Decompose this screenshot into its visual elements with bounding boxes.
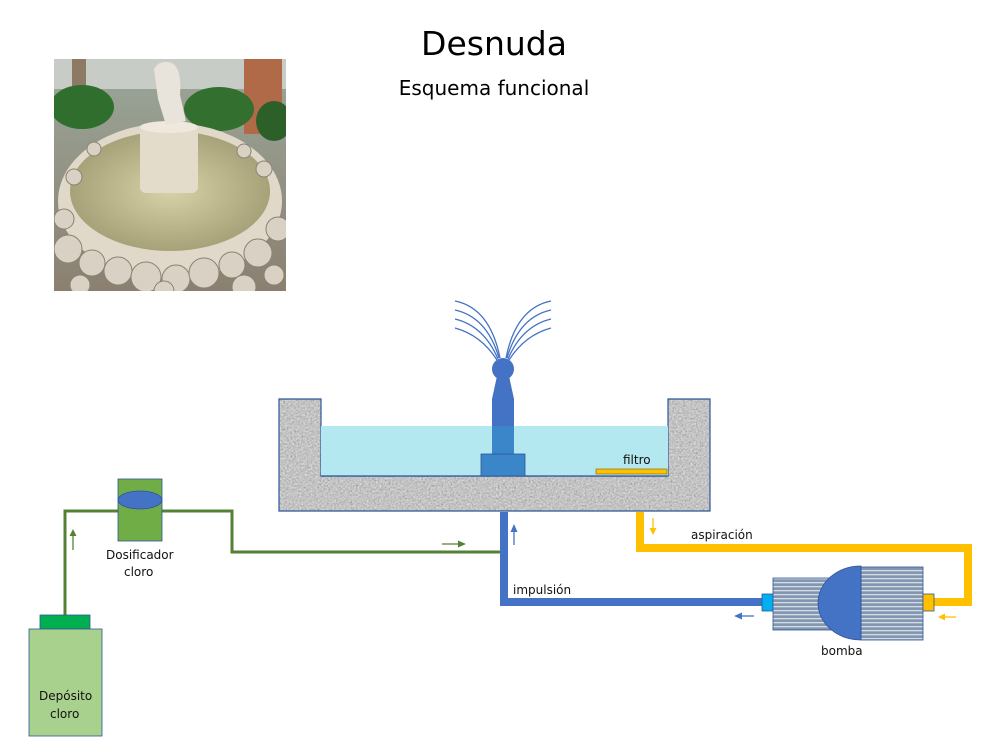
aspiration-pipe [636,512,972,606]
chlorine-pipe [63,509,500,615]
chlorine-doser [117,478,163,542]
fountain-nozzle [480,358,526,477]
filter [595,468,668,475]
aspiration-flow-arrow-down [649,518,657,535]
impulsion-label: impulsión [513,583,571,597]
page-title: Desnuda [421,24,567,63]
tank-label-line1: Depósito [39,689,92,703]
impulsion-flow-arrow-up [510,524,518,545]
doser-label-line2: cloro [124,565,153,579]
doser-label-line1: Dosificador [106,548,174,562]
pump [761,565,935,641]
fountain-jets [454,300,552,361]
impulsion-flow-arrow-left [734,612,754,620]
page-subtitle: Esquema funcional [398,76,590,100]
pump-label: bomba [821,644,863,658]
tank-label-line2: cloro [50,707,79,721]
chlorine-tank [28,614,103,737]
chlorine-flow-arrow-right [442,540,466,548]
aspiration-label: aspiración [691,528,753,542]
aspiration-flow-arrow-left [938,613,956,621]
fountain-photo [54,59,286,291]
impulsion-pipe [500,512,762,606]
filter-label: filtro [623,453,651,467]
chlorine-flow-arrow-up [69,529,77,550]
